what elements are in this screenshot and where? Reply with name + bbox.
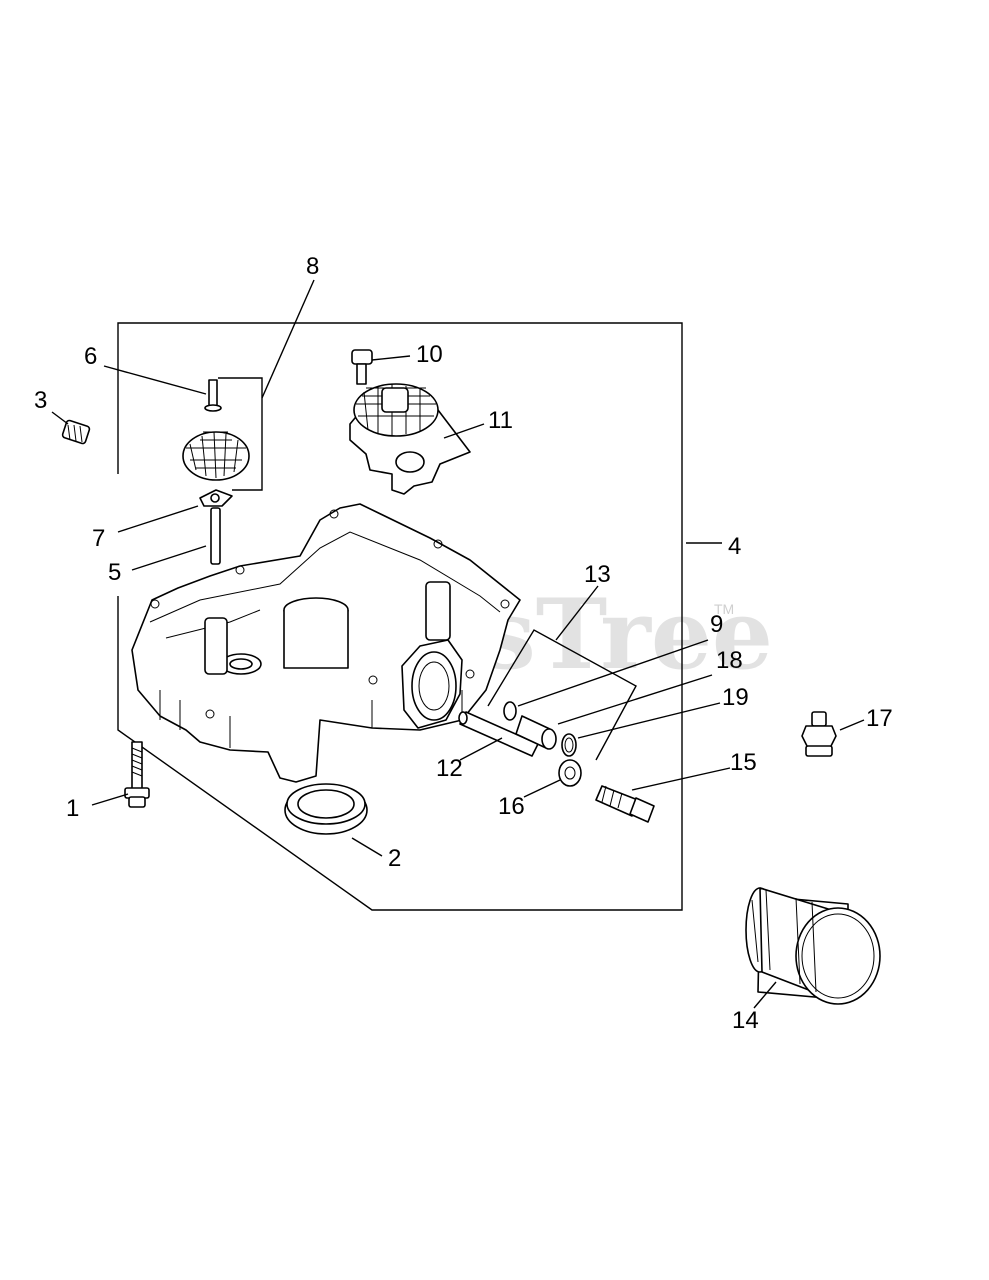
leader-9 [517,639,709,707]
oring-part-9[interactable] [503,701,517,721]
pin-part-5[interactable] [210,507,221,565]
callout-15[interactable]: 15 [730,749,757,776]
leader-2 [351,837,383,857]
leader-10 [371,355,411,361]
callout-19[interactable]: 19 [722,684,749,711]
pressure-switch-part-17[interactable] [801,711,837,757]
screw-part-10[interactable] [351,349,373,385]
leader-5 [131,545,207,571]
clip-part-7[interactable] [199,489,233,507]
watermark-trademark: TM [714,601,734,617]
governor-gear[interactable] [182,431,250,481]
leader-8 [261,279,315,399]
oil-pan-part-4[interactable] [131,503,521,783]
callout-11[interactable]: 11 [488,407,513,434]
leader-3 [51,411,69,425]
oil-pump-part-11[interactable] [349,383,471,495]
callout-18[interactable]: 18 [716,647,743,674]
callout-14[interactable]: 14 [732,1007,759,1034]
callout-7[interactable]: 7 [92,525,105,552]
callout-2[interactable]: 2 [388,845,401,872]
leader-lines [51,279,865,1009]
callout-9[interactable]: 9 [710,611,723,638]
leader-14 [753,981,777,1009]
leader-11 [443,423,485,439]
callout-13[interactable]: 13 [584,561,611,588]
leader-13 [555,585,599,641]
callout-17[interactable]: 17 [866,705,893,732]
leader-16 [523,779,561,798]
oring-part-19[interactable] [561,733,577,757]
leader-6 [103,365,207,395]
callout-6[interactable]: 6 [84,343,97,370]
leader-18 [557,674,713,725]
tube-part-12[interactable] [458,711,539,757]
callout-10[interactable]: 10 [416,341,443,368]
leader-1 [91,793,129,806]
drain-plug-part-15[interactable] [595,785,655,823]
callout-16[interactable]: 16 [498,793,525,820]
callout-8[interactable]: 8 [306,253,319,280]
leader-7 [117,505,199,533]
oil-seal-part-2[interactable] [284,783,368,835]
callout-3[interactable]: 3 [34,387,47,414]
gear-pin-part-6[interactable] [204,379,222,412]
callout-12[interactable]: 12 [436,755,463,782]
gear-group-frame [218,377,263,491]
leader-17 [839,719,865,731]
oil-filter-part-14[interactable] [745,887,881,1005]
fitting-part-18[interactable] [515,715,557,750]
callout-4[interactable]: 4 [728,533,741,560]
callout-labels: 1 2 3 4 5 6 7 8 9 10 11 12 13 14 15 16 1… [34,253,893,1034]
assembly-frame [117,322,683,911]
bolt-part-1[interactable] [124,741,150,808]
pickup-group-frame [487,629,637,761]
leader-19 [577,702,721,739]
callout-1[interactable]: 1 [66,795,79,822]
plug-part-3[interactable] [61,419,91,445]
callout-5[interactable]: 5 [108,559,121,586]
washer-part-16[interactable] [558,759,582,787]
leader-15 [631,767,731,791]
leader-12 [459,737,503,761]
